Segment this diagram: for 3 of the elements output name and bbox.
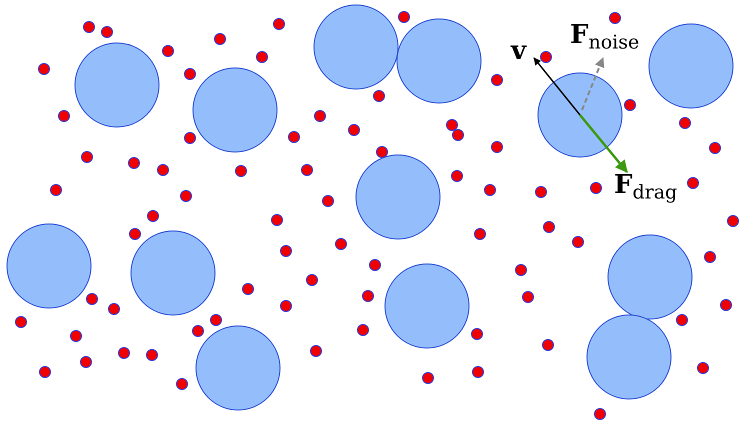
velocity-label: v: [511, 38, 526, 64]
drag-force-label: F$_{drag}$: [614, 172, 678, 203]
noise-force-label: F$_{noise}$: [570, 22, 640, 53]
